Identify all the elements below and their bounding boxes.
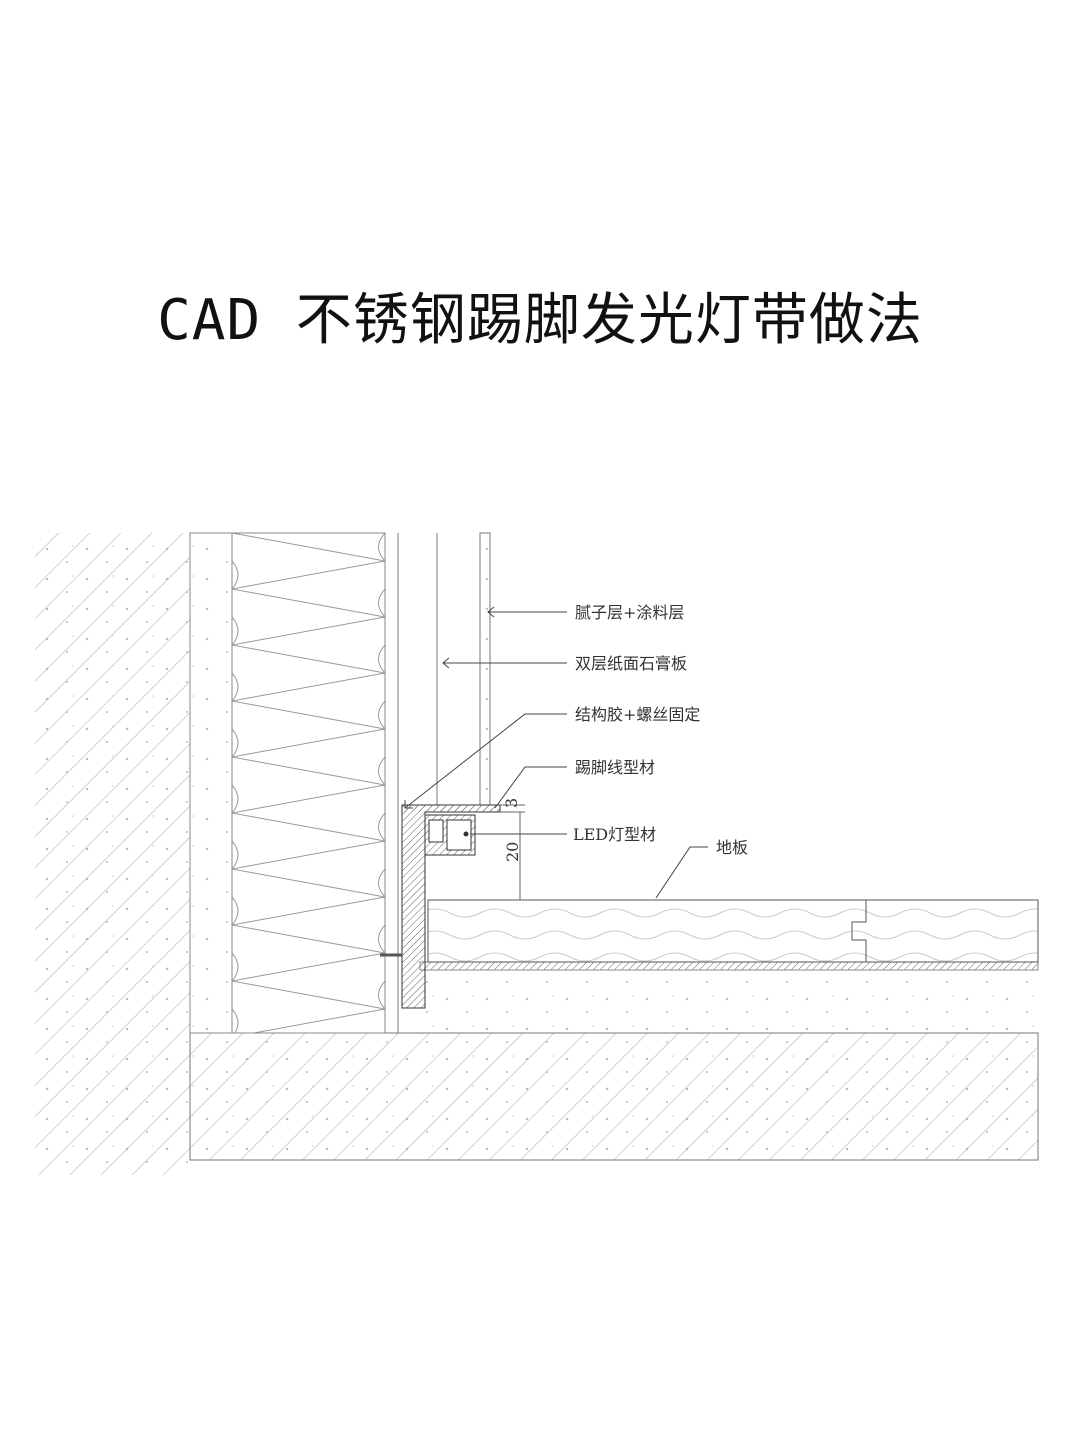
plaster-layer xyxy=(189,532,233,1034)
label-floor: 地板 xyxy=(716,838,748,857)
label-led-profile: LED灯型材 xyxy=(573,825,656,844)
dimension-gap: 3 xyxy=(502,798,521,808)
led-profile xyxy=(424,814,476,856)
underlay-layer xyxy=(419,961,1039,971)
label-gypsum-board: 双层纸面石膏板 xyxy=(575,654,687,673)
label-fixing: 结构胶+螺丝固定 xyxy=(575,705,700,724)
concrete-wall xyxy=(35,533,191,1175)
screed-layer xyxy=(420,970,1038,1033)
label-skirting-profile: 踢脚线型材 xyxy=(575,758,655,777)
label-putty-paint: 腻子层+涂料层 xyxy=(575,603,684,622)
floor-slab xyxy=(189,1032,1039,1161)
dimension-lines xyxy=(500,804,525,900)
dimension-height: 20 xyxy=(503,842,522,862)
diagram-title: CAD 不锈钢踢脚发光灯带做法 xyxy=(157,288,923,353)
insulation-layer xyxy=(231,532,386,1034)
leader-lines xyxy=(404,606,708,899)
floor-boards xyxy=(427,899,1039,963)
